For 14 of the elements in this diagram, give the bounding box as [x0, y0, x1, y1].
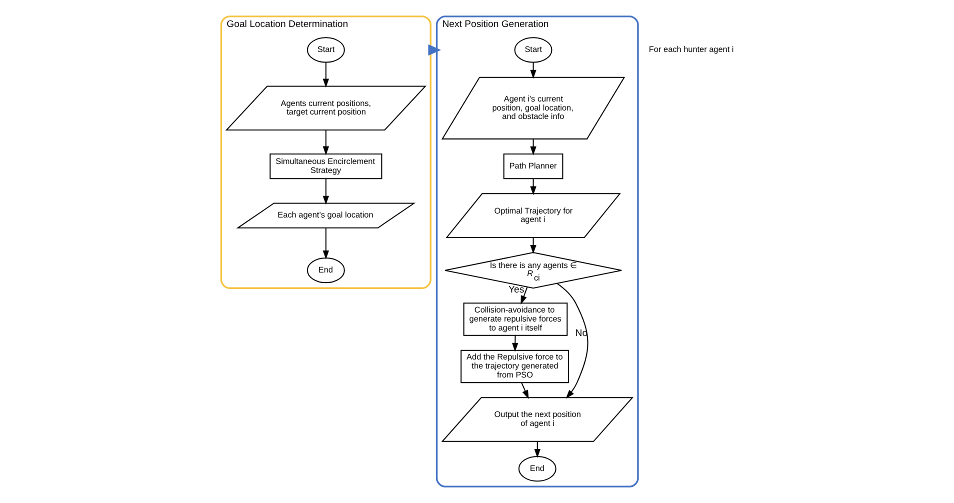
arrow — [428, 44, 441, 56]
arrow — [322, 178, 329, 205]
arrow — [520, 286, 528, 305]
arrow — [322, 130, 329, 156]
arrow — [556, 283, 588, 399]
arrow — [322, 62, 329, 88]
arrow — [512, 335, 518, 352]
arrow — [530, 62, 536, 79]
arrow — [530, 139, 536, 156]
arrow — [322, 228, 329, 260]
arrow — [530, 178, 536, 196]
arrow — [530, 238, 536, 254]
arrow — [520, 382, 528, 400]
arrow — [534, 442, 540, 458]
